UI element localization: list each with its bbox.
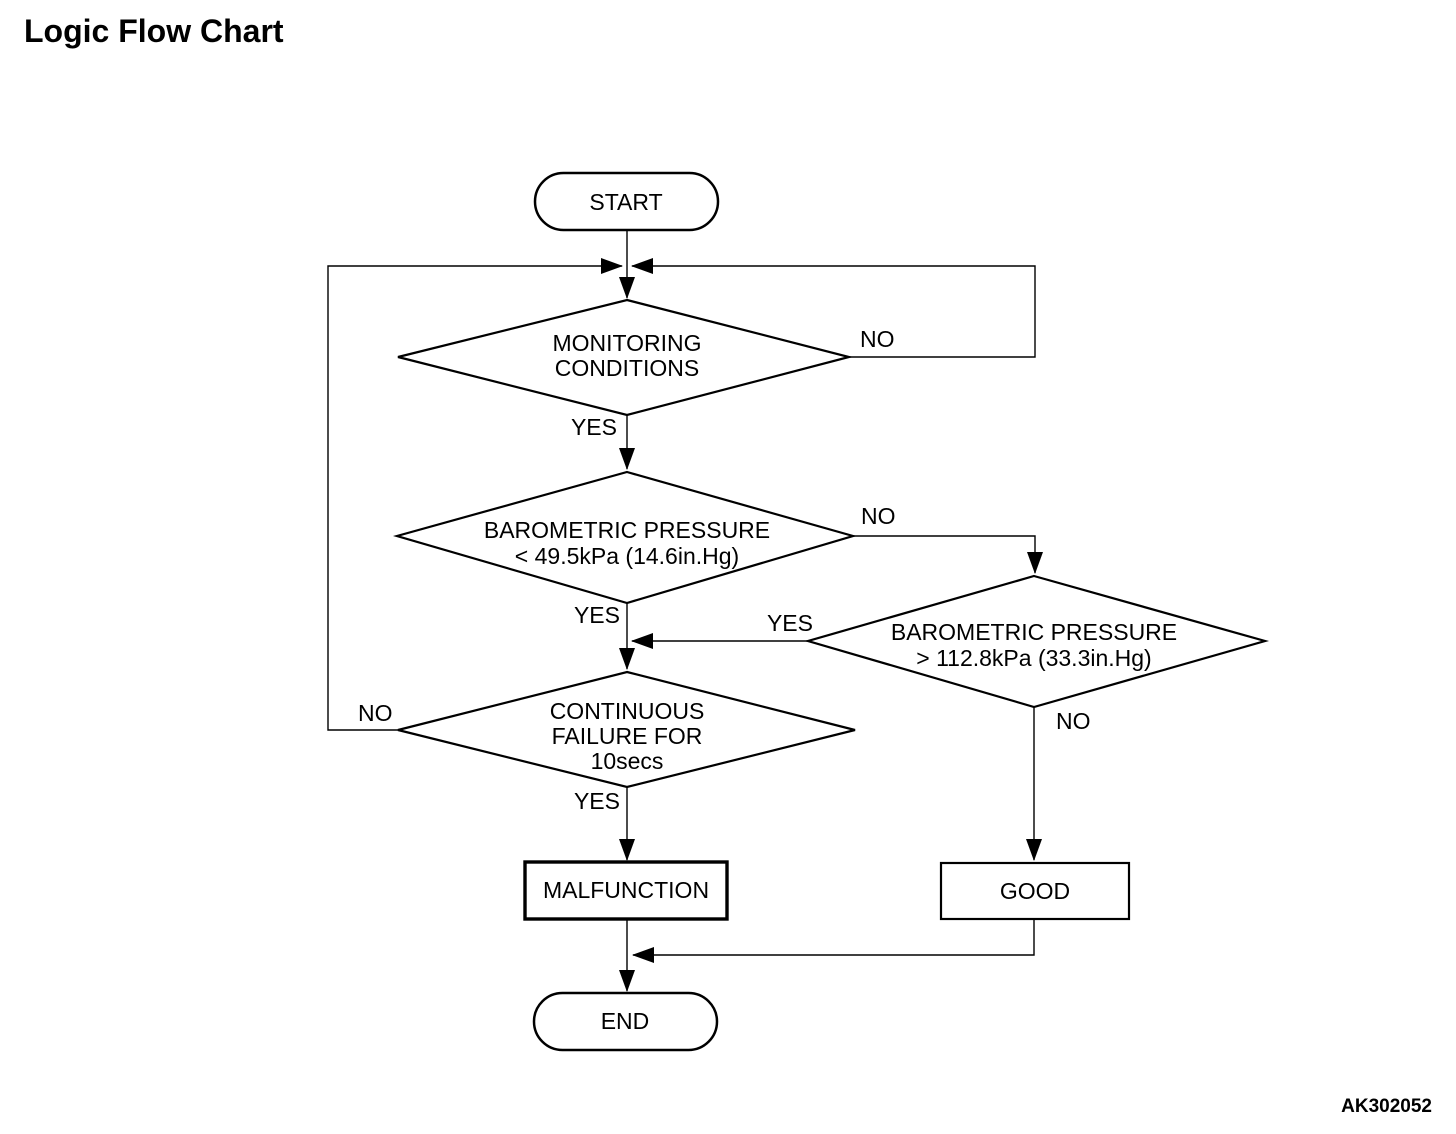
edge-good-to-merge [632,919,1035,963]
decision-barometric-high-line2: > 112.8kPa (33.3in.Hg) [916,645,1151,671]
figure-code: AK302052 [1341,1096,1432,1117]
decision-barometric-low-line2: < 49.5kPa (14.6in.Hg) [515,543,739,569]
edge-label-continuous-yes: YES [574,788,620,814]
decision-monitoring-line2: CONDITIONS [555,355,699,381]
edge-label-baro-high-yes: YES [767,610,813,636]
decision-monitoring-conditions [397,298,854,417]
decision-continuous-failure [397,670,856,789]
decision-barometric-high [804,574,1270,709]
edge-label-baro-low-no: NO [861,503,896,529]
decision-continuous-line2: FAILURE FOR [552,723,703,749]
edge-label-continuous-no: NO [358,700,393,726]
edge-label-monitoring-no: NO [860,326,895,352]
end-node-label: END [601,1008,650,1034]
good-node [939,861,1131,921]
decision-continuous-line1: CONTINUOUS [550,698,705,724]
edge-label-baro-high-no: NO [1056,708,1091,734]
start-node [533,171,720,232]
page-title: Logic Flow Chart [24,13,284,49]
edge-layer [327,230,1043,992]
edge-monitoring-no-loop [631,258,1036,358]
decision-barometric-low [392,470,857,605]
node-layer: START MONITORING CONDITIONS BAROMETRIC P… [392,171,1270,1052]
edge-continuous-no-loop [327,258,623,731]
edge-label-monitoring-yes: YES [571,414,617,440]
malfunction-node-label: MALFUNCTION [543,877,709,903]
end-node [532,991,719,1052]
decision-barometric-high-line1: BAROMETRIC PRESSURE [891,619,1177,645]
edge-baro-low-no [853,535,1043,574]
edge-label-layer: YES NO YES NO YES NO YES NO [358,326,1091,814]
good-node-label: GOOD [1000,878,1070,904]
decision-monitoring-line1: MONITORING [552,330,701,356]
decision-barometric-low-line1: BAROMETRIC PRESSURE [484,517,770,543]
start-node-label: START [589,189,662,215]
edge-label-baro-low-yes: YES [574,602,620,628]
decision-continuous-line3: 10secs [591,748,664,774]
malfunction-node [523,860,729,921]
